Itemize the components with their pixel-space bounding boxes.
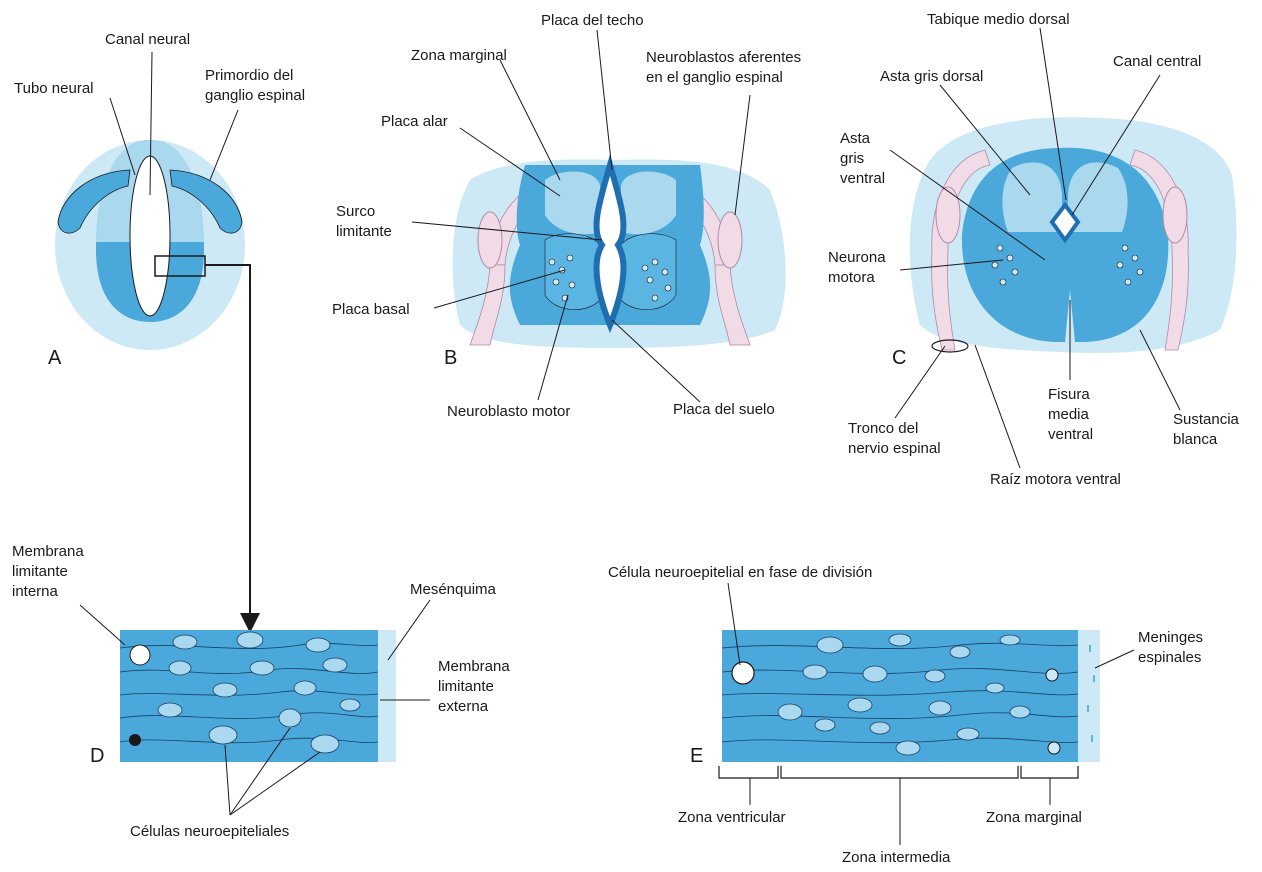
dark-nucleus-d <box>129 734 141 746</box>
central-canal-b <box>597 165 624 325</box>
label-membrana-ext-3: externa <box>438 698 489 715</box>
label-zona-ventricular: Zona ventricular <box>678 809 786 826</box>
marginal-nucleus-e-1 <box>1046 669 1058 681</box>
label-primordio-1: Primordio del <box>205 67 293 84</box>
label-mesenquima: Mesénquima <box>410 581 497 598</box>
label-asta-ventral-2: gris <box>840 150 864 167</box>
label-raiz: Raíz motora ventral <box>990 471 1121 488</box>
label-surco-2: limitante <box>336 223 392 240</box>
label-celula-division: Célula neuroepitelial en fase de divisió… <box>608 564 872 581</box>
label-primordio-2: ganglio espinal <box>205 87 305 104</box>
dividing-cell-e <box>732 662 754 684</box>
label-tubo-neural: Tubo neural <box>14 80 94 97</box>
label-tronco-2: nervio espinal <box>848 440 941 457</box>
label-asta-ventral-1: Asta <box>840 130 871 147</box>
label-membrana-ext-2: limitante <box>438 678 494 695</box>
dividing-cell-d <box>130 645 150 665</box>
ganglion-c-right <box>1163 187 1187 243</box>
label-placa-suelo: Placa del suelo <box>673 401 775 418</box>
leader-placa-techo <box>597 30 612 170</box>
label-zona-intermedia: Zona intermedia <box>842 849 951 866</box>
panel-letter-b: B <box>444 347 457 369</box>
label-neuroblasto-motor: Neuroblasto motor <box>447 403 570 420</box>
leader-zona-marginal-b <box>500 60 560 180</box>
label-membrana-int-3: interna <box>12 583 59 600</box>
spinal-cord-c <box>962 148 1168 342</box>
leader-raiz <box>975 345 1020 468</box>
bracket-zona-ventricular <box>719 766 778 778</box>
label-meninges-2: espinales <box>1138 649 1201 666</box>
label-meninges-1: Meninges <box>1138 629 1203 646</box>
label-sustancia-1: Sustancia <box>1173 411 1240 428</box>
label-celulas: Células neuroepiteliales <box>130 823 289 840</box>
ganglion-c-left <box>936 187 960 243</box>
label-membrana-ext-1: Membrana <box>438 658 510 675</box>
panel-letter-c: C <box>892 347 906 369</box>
label-zona-marginal-e: Zona marginal <box>986 809 1082 826</box>
label-neuroblastos-1: Neuroblastos aferentes <box>646 49 801 66</box>
label-asta-dorsal: Asta gris dorsal <box>880 68 983 85</box>
label-placa-techo: Placa del techo <box>541 12 644 29</box>
panel-letter-d: D <box>90 745 104 767</box>
label-zona-marginal-b: Zona marginal <box>411 47 507 64</box>
label-asta-ventral-3: ventral <box>840 170 885 187</box>
label-membrana-int-1: Membrana <box>12 543 84 560</box>
leader-membrana-interna <box>80 605 125 645</box>
bracket-zona-marginal-e <box>1021 766 1078 778</box>
label-canal-neural: Canal neural <box>105 31 190 48</box>
panel-c: Tabique medio dorsal Asta gris dorsal Ca… <box>828 11 1240 488</box>
label-tabique: Tabique medio dorsal <box>927 11 1070 28</box>
panel-b: Placa del techo Zona marginal Neuroblast… <box>332 12 801 420</box>
spinal-ganglion-left <box>478 212 502 268</box>
label-neurona-1: Neurona <box>828 249 886 266</box>
spinal-ganglion-right <box>718 212 742 268</box>
label-neurona-2: motora <box>828 269 875 286</box>
label-tronco-1: Tronco del <box>848 420 918 437</box>
panel-letter-e: E <box>690 745 703 767</box>
label-canal-central: Canal central <box>1113 53 1201 70</box>
panel-e: Célula neuroepitelial en fase de divisió… <box>608 564 1203 866</box>
basal-plate-left <box>545 234 600 310</box>
label-placa-basal: Placa basal <box>332 301 410 318</box>
label-sustancia-2: blanca <box>1173 431 1218 448</box>
label-fisura-2: media <box>1048 406 1090 423</box>
label-neuroblastos-2: en el ganglio espinal <box>646 69 783 86</box>
bracket-zona-intermedia <box>781 766 1018 778</box>
label-surco-1: Surco <box>336 203 375 220</box>
marginal-nucleus-e-2 <box>1048 742 1060 754</box>
label-placa-alar: Placa alar <box>381 113 448 130</box>
panel-a: Canal neural Tubo neural Primordio del g… <box>14 31 305 623</box>
leader-meninges <box>1095 650 1134 668</box>
label-membrana-int-2: limitante <box>12 563 68 580</box>
panel-letter-a: A <box>48 347 62 369</box>
label-fisura-1: Fisura <box>1048 386 1090 403</box>
leader-primordio <box>210 110 238 180</box>
label-fisura-3: ventral <box>1048 426 1093 443</box>
mesenchyme-d <box>378 630 396 762</box>
panel-d: Membrana limitante interna Mesénquima Me… <box>12 543 510 840</box>
